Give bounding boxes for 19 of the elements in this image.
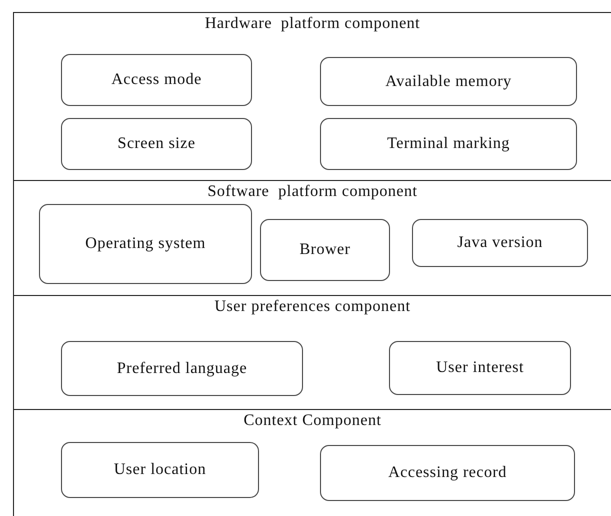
- rounded-box: Accessing record: [320, 445, 575, 501]
- band-heading: User preferences component: [214, 297, 411, 317]
- rounded-box: User location: [61, 442, 259, 498]
- component-band: [13, 12, 611, 180]
- rounded-box: Screen size: [61, 118, 252, 170]
- band-heading: Hardware platform component: [204, 14, 420, 34]
- component-band: [13, 295, 611, 409]
- rounded-box: Java version: [412, 219, 588, 267]
- rounded-box: Brower: [260, 219, 390, 281]
- rounded-box: Terminal marking: [320, 118, 577, 170]
- band-heading: Context Component: [244, 411, 382, 431]
- component-band: [13, 180, 611, 295]
- rounded-box: Preferred language: [61, 341, 303, 396]
- rounded-box: Access mode: [61, 54, 252, 106]
- rounded-box: User interest: [389, 341, 571, 395]
- rounded-box: Available memory: [320, 57, 577, 106]
- component-band: [13, 409, 611, 516]
- band-heading: Software platform component: [208, 182, 418, 202]
- rounded-box: Operating system: [39, 204, 252, 284]
